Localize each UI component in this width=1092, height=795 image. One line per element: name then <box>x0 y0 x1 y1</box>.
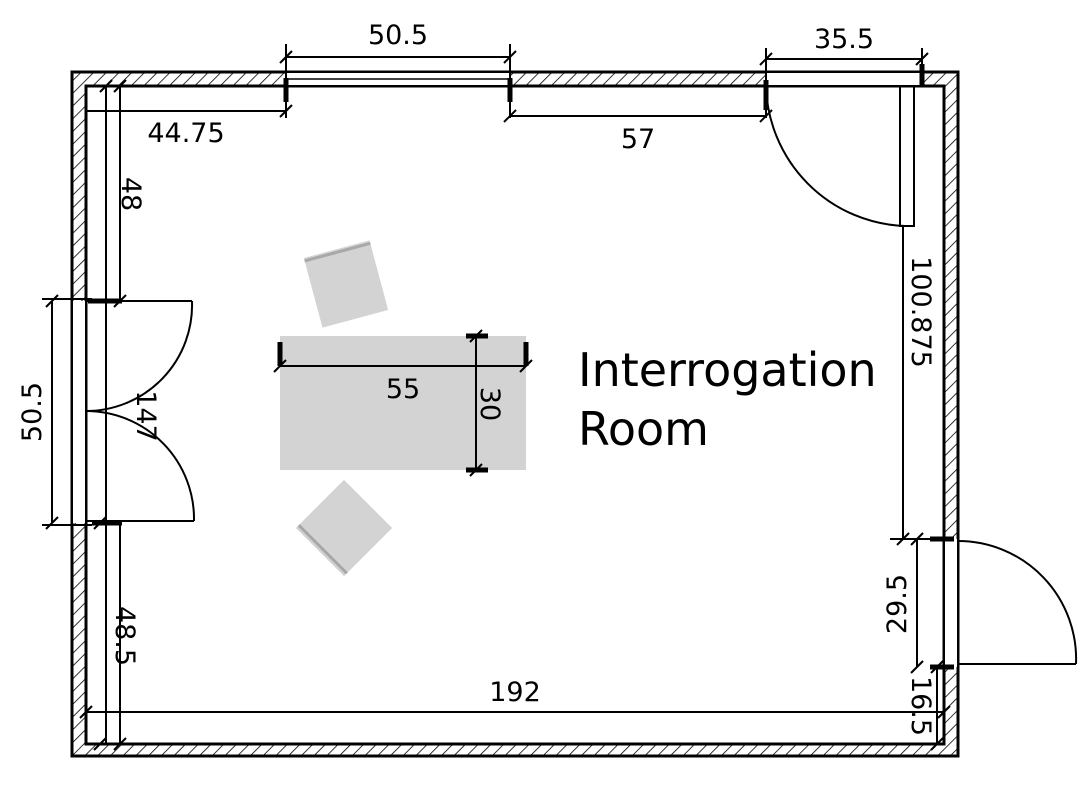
dim-label-left-door: 50.5 <box>17 382 48 442</box>
dim-label-left-total: 147 <box>130 390 161 442</box>
dim-left-total <box>99 79 113 744</box>
chair-top <box>303 240 389 328</box>
top-door <box>765 85 915 227</box>
top-door-opening <box>766 73 922 85</box>
dim-label-left-upper: 48 <box>115 177 146 211</box>
dim-table-depth <box>466 329 488 477</box>
dim-label-top-door: 35.5 <box>814 24 874 55</box>
dim-label-table-width: 55 <box>386 374 420 405</box>
dim-label-right-upper: 100.875 <box>905 256 936 368</box>
table <box>280 336 526 470</box>
dim-label-top-window: 50.5 <box>368 20 428 51</box>
dim-top-window <box>279 44 517 118</box>
dim-top-mid-offset <box>503 109 773 123</box>
dim-right-lower <box>930 660 944 751</box>
dim-table-width <box>273 342 533 373</box>
dim-left-lower <box>92 516 127 751</box>
dim-label-bottom-total: 192 <box>489 677 541 708</box>
dim-label-right-lower: 16.5 <box>905 676 936 736</box>
right-door-opening <box>945 539 957 667</box>
room-title-line-1: Interrogation <box>578 343 877 397</box>
chair-bottom <box>295 479 393 577</box>
dim-bottom-total <box>79 705 951 719</box>
dim-label-table-depth: 30 <box>474 387 505 421</box>
right-door <box>957 539 1078 665</box>
dim-label-right-door: 29.5 <box>882 574 913 634</box>
dim-top-door <box>759 48 929 118</box>
dim-label-top-mid-offset: 57 <box>621 124 655 155</box>
dim-right-door <box>890 532 954 674</box>
dim-label-top-left-offset: 44.75 <box>147 118 224 149</box>
dim-left-door <box>42 294 92 530</box>
dim-label-left-lower: 48.5 <box>109 606 140 666</box>
left-door-opening <box>73 301 85 523</box>
room-title-line-2: Room <box>578 402 709 456</box>
dim-top-left-offset <box>86 104 293 118</box>
